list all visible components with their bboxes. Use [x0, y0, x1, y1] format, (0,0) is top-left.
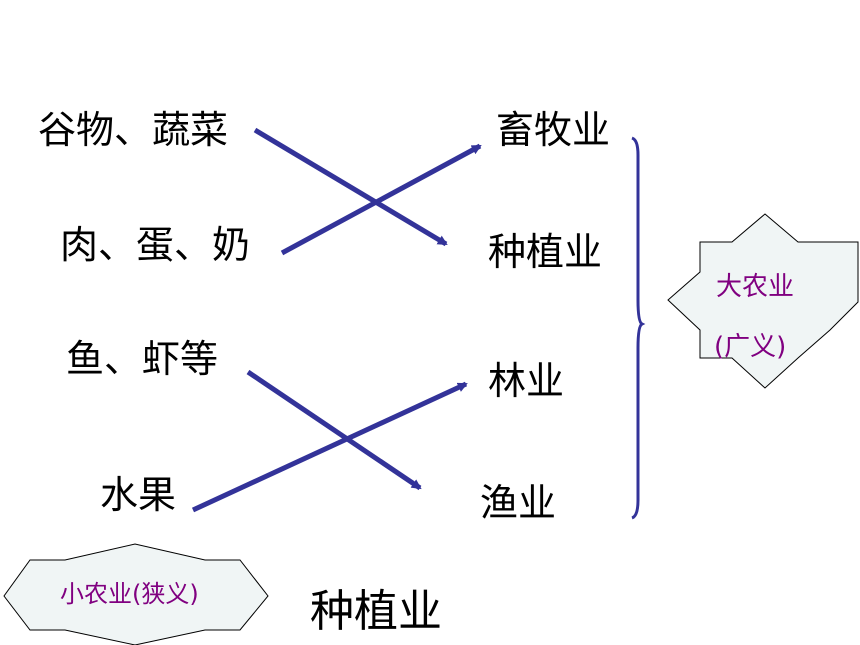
right-item-forestry: 林业: [488, 359, 565, 403]
broad-agriculture-sublabel: (广义): [714, 332, 787, 362]
arrow-meat-to-livestock: [280, 143, 482, 256]
narrow-agriculture-result: 种植业: [310, 586, 442, 637]
right-brace: [631, 136, 646, 520]
right-item-planting: 种植业: [488, 230, 603, 274]
broad-agriculture-label: 大农业: [716, 272, 795, 302]
arrow-grain-to-planting: [253, 127, 448, 247]
narrow-agriculture-label: 小农业(狭义): [60, 580, 199, 608]
arrow-fruit-to-forestry: [191, 381, 468, 513]
left-item-grain-vegetable: 谷物、蔬菜: [38, 108, 229, 152]
right-item-fishery: 渔业: [480, 481, 557, 525]
left-item-fruit: 水果: [100, 473, 177, 517]
narrow-agriculture-badge-shape: [3, 543, 269, 645]
left-item-fish-shrimp: 鱼、虾等: [66, 337, 219, 381]
arrow-fish-to-fishery: [246, 369, 422, 491]
left-item-meat-egg-milk: 肉、蛋、奶: [60, 223, 251, 267]
right-item-livestock: 畜牧业: [496, 108, 611, 152]
broad-agriculture-badge-shape: [667, 213, 859, 389]
